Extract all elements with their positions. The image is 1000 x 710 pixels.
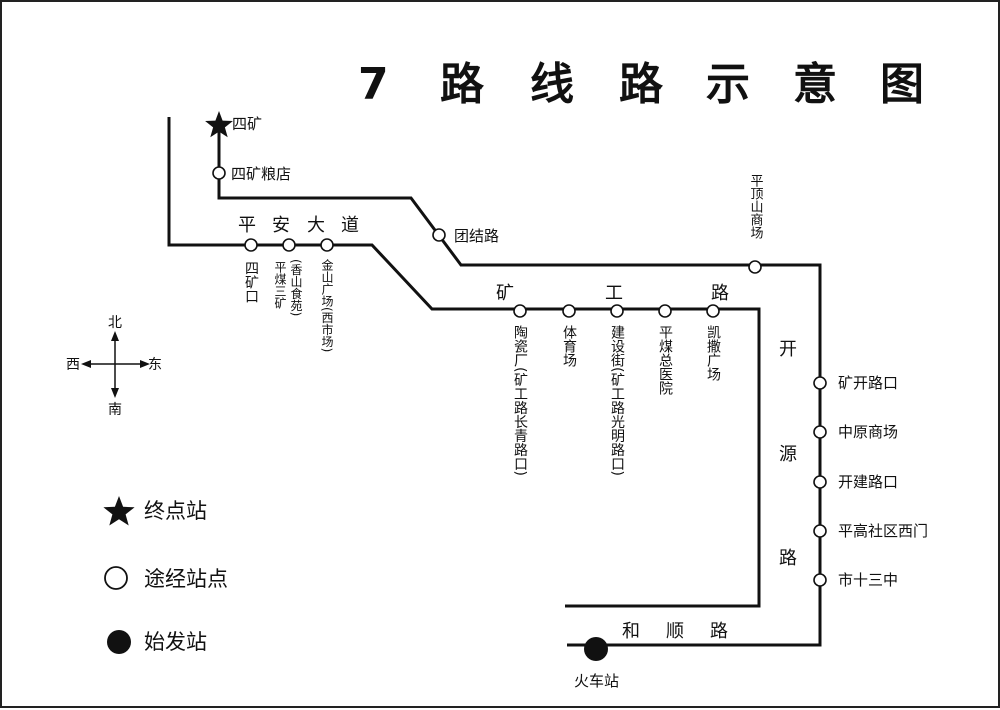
road-label-kaiyuan: 开 源 路 bbox=[779, 339, 797, 569]
stop-pingmei3[interactable] bbox=[282, 238, 296, 252]
origin-station-dot[interactable] bbox=[584, 637, 608, 661]
stop-shi13[interactable] bbox=[813, 573, 827, 587]
station-label-jinshan: 金山广场(西市场) bbox=[320, 258, 334, 353]
stop-taoci[interactable] bbox=[513, 304, 527, 318]
west-arrow-icon bbox=[81, 360, 91, 368]
stop-kaijian[interactable] bbox=[813, 475, 827, 489]
road-char: 工 bbox=[605, 283, 623, 304]
road-char: 平 bbox=[238, 215, 256, 236]
north-arrow-icon bbox=[111, 331, 119, 341]
stop-jinshan[interactable] bbox=[320, 238, 334, 252]
title-char: 线 bbox=[530, 59, 574, 110]
stop-pingding[interactable] bbox=[748, 260, 762, 274]
station-label-shi13: 市十三中 bbox=[838, 571, 898, 589]
legend-terminal-label: 终点站 bbox=[144, 499, 207, 523]
compass-east: 东 bbox=[148, 357, 162, 373]
compass-north: 北 bbox=[108, 315, 122, 331]
road-char: 开 bbox=[779, 339, 797, 360]
station-label-jianshe: 建设街(矿工路光明路口) bbox=[609, 325, 625, 476]
road-label-kuanggong: 矿 工 路 bbox=[496, 283, 729, 304]
stop-jianshe[interactable] bbox=[610, 304, 624, 318]
terminus-star-icon[interactable] bbox=[205, 111, 233, 138]
legend-via-icon bbox=[104, 566, 128, 590]
title-number: 7 bbox=[358, 59, 389, 110]
stop-tuanjie[interactable] bbox=[432, 228, 446, 242]
station-label-sikuangkou: 四矿口 bbox=[243, 261, 259, 303]
station-label-pinggao: 平高社区西门 bbox=[838, 522, 928, 540]
stop-kaisa[interactable] bbox=[706, 304, 720, 318]
legend-origin-icon bbox=[107, 630, 131, 654]
route-line-south bbox=[167, 117, 761, 608]
road-char: 顺 bbox=[666, 621, 684, 642]
road-char: 路 bbox=[711, 283, 729, 304]
road-label-pingan: 平 安 大 道 bbox=[238, 215, 359, 236]
station-label-kuangkai: 矿开路口 bbox=[838, 374, 898, 392]
station-label-taoci: 陶瓷厂(矿工路长青路口) bbox=[512, 325, 528, 476]
stop-silang[interactable] bbox=[212, 166, 226, 180]
stop-tiyu[interactable] bbox=[562, 304, 576, 318]
stop-kuangkai[interactable] bbox=[813, 376, 827, 390]
road-char: 和 bbox=[622, 621, 640, 642]
station-label-zhongyuan: 中原商场 bbox=[838, 423, 898, 441]
road-char: 道 bbox=[341, 215, 359, 236]
road-char: 安 bbox=[272, 215, 290, 236]
title-char: 路 bbox=[440, 59, 485, 110]
road-char: 路 bbox=[710, 621, 728, 642]
stop-sikuangkou[interactable] bbox=[244, 238, 258, 252]
station-label-tuanjie: 团结路 bbox=[454, 227, 499, 245]
stop-pinggao[interactable] bbox=[813, 524, 827, 538]
station-label-terminus: 四矿 bbox=[232, 115, 262, 133]
title-char: 意 bbox=[793, 59, 837, 110]
south-arrow-icon bbox=[111, 388, 119, 398]
legend-via-label: 途经站点 bbox=[144, 567, 228, 591]
road-label-heshun: 和 顺 路 bbox=[622, 621, 728, 642]
east-arrow-icon bbox=[140, 360, 150, 368]
stop-zhongyuan[interactable] bbox=[813, 425, 827, 439]
title-char: 示 bbox=[706, 59, 750, 110]
station-label-kaijian: 开建路口 bbox=[838, 473, 898, 491]
station-label-pingmei3: 平煤三矿 bbox=[273, 261, 287, 309]
station-label-tiyu: 体育场 bbox=[561, 325, 577, 368]
station-label-xiangshan: (香山食苑) bbox=[289, 259, 303, 316]
legend-star-icon bbox=[103, 496, 135, 526]
legend: 终点站 途经站点 始发站 bbox=[103, 496, 228, 654]
route-line-north bbox=[217, 122, 822, 647]
road-char: 大 bbox=[307, 215, 325, 236]
title-char: 图 bbox=[880, 59, 924, 110]
title-char: 路 bbox=[619, 59, 664, 110]
road-char: 路 bbox=[779, 548, 797, 569]
compass-west: 西 bbox=[66, 357, 80, 373]
road-char: 矿 bbox=[496, 283, 514, 304]
station-label-kaisa: 凯撒广场 bbox=[705, 325, 721, 382]
station-label-silang: 四矿粮店 bbox=[231, 165, 291, 183]
road-char: 源 bbox=[779, 444, 797, 465]
legend-origin-label: 始发站 bbox=[144, 630, 207, 654]
compass-south: 南 bbox=[108, 402, 122, 418]
station-label-pingmeizong: 平煤总医院 bbox=[657, 325, 673, 396]
station-label-pingding: 平顶山商场 bbox=[748, 174, 764, 239]
map-title: 7 路 线 路 示 意 图 bbox=[358, 59, 924, 110]
station-label-train: 火车站 bbox=[574, 672, 619, 690]
stop-pingmeizong[interactable] bbox=[658, 304, 672, 318]
compass-rose: 北 南 西 东 bbox=[66, 315, 162, 418]
